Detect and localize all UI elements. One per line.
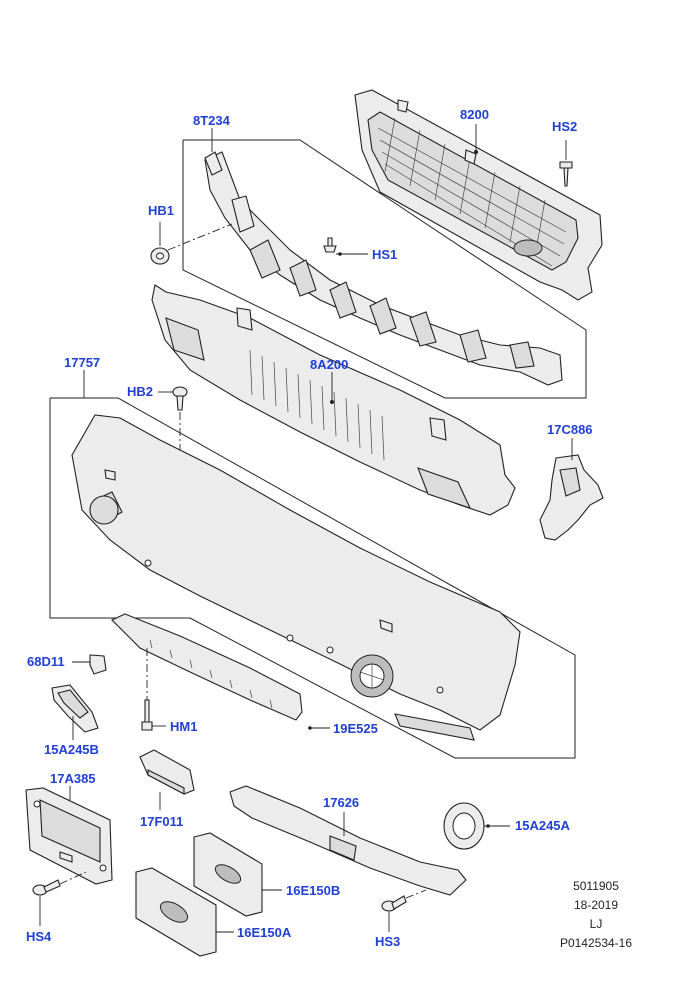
- label-HS2: HS2: [552, 119, 578, 134]
- label-17C886: 17C886: [547, 422, 593, 437]
- reference-block: 5011905 18-2019 LJ P0142534-16: [546, 877, 646, 953]
- clip-68d11: [72, 654, 107, 675]
- label-17626: 17626: [323, 795, 360, 810]
- label-17F011: 17F011: [140, 814, 184, 829]
- label-HM1: HM1: [170, 719, 198, 734]
- bumper-cover-part: [71, 414, 521, 741]
- bracket-17c886-part: [539, 454, 604, 541]
- bezel-15a245b-part: [51, 684, 99, 740]
- frame-beam-group: [182, 139, 587, 399]
- energy-absorber-part: [151, 284, 516, 516]
- bracket-17f011-part: [139, 749, 195, 810]
- label-8A200: 8A200: [310, 357, 349, 372]
- plate-16e150a-part: [135, 867, 234, 957]
- lower-trim-part: [111, 613, 303, 721]
- label-8T234: 8T234: [193, 113, 230, 128]
- screw-hs4: [32, 871, 87, 926]
- label-17757: 17757: [64, 355, 101, 370]
- grille-part: [354, 89, 603, 301]
- label-17A385: 17A385: [50, 771, 96, 786]
- label-HS1: HS1: [372, 247, 398, 262]
- label-HB2: HB2: [127, 384, 154, 399]
- stud-hm1: [141, 648, 166, 731]
- nut-hb1: [150, 222, 233, 265]
- reference-line-2: 18-2019: [573, 898, 619, 912]
- plate-bracket-part: [25, 786, 113, 885]
- bezel-15a245a-part: [443, 802, 510, 850]
- label-8200: 8200: [460, 107, 489, 122]
- reference-line-3: LJ: [589, 917, 603, 931]
- label-16E150A: 16E150A: [237, 925, 292, 940]
- label-16E150B: 16E150B: [286, 883, 341, 898]
- beam-carrier-part: [204, 151, 563, 386]
- label-15A245B: 15A245B: [44, 742, 99, 757]
- label-15A245A: 15A245A: [515, 818, 570, 833]
- plate-16e150b-part: [193, 832, 282, 917]
- screw-hs2: [559, 140, 573, 187]
- reference-line-1: 5011905: [573, 879, 619, 893]
- reference-line-4: P0142534-16: [559, 936, 633, 950]
- support-bar-part: [229, 785, 467, 896]
- label-19E525: 19E525: [333, 721, 378, 736]
- frame-bumper-group: [49, 397, 576, 759]
- label-HB1: HB1: [148, 203, 175, 218]
- label-HS4: HS4: [26, 929, 52, 944]
- screw-hs3: [381, 889, 427, 932]
- label-HS3: HS3: [375, 934, 401, 949]
- fastener-hs1: [323, 237, 368, 256]
- label-68D11: 68D11: [27, 654, 65, 669]
